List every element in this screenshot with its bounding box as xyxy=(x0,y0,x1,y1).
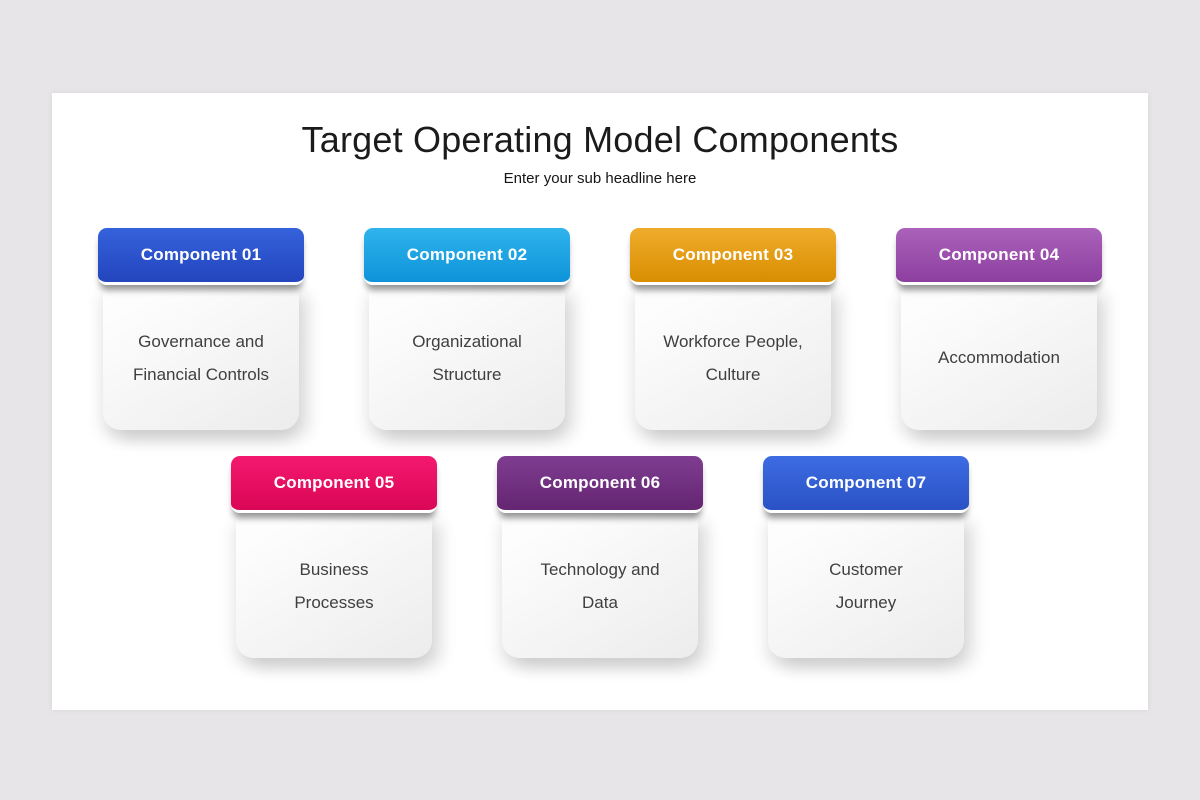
component-05-label: Component 05 xyxy=(273,473,395,492)
component-text-line: Data xyxy=(582,592,618,612)
component-04-header: Component 04 xyxy=(896,228,1102,285)
component-text-line: Business xyxy=(299,559,369,579)
component-text-line: Governance and xyxy=(138,331,264,351)
component-03-label: Component 03 xyxy=(672,245,794,264)
component-card-04: Component 04 Accommodation xyxy=(896,228,1102,430)
component-text-line: Accommodation xyxy=(938,348,1060,367)
slide-title: Target Operating Model Components xyxy=(301,119,899,160)
component-text-line: Organizational xyxy=(412,331,522,351)
component-card-03: Component 03 Workforce People, Culture xyxy=(630,228,836,430)
component-04-body: Accommodation xyxy=(901,285,1097,430)
component-05-header: Component 05 xyxy=(231,456,437,513)
component-02-header: Component 02 xyxy=(364,228,570,285)
component-07-header: Component 07 xyxy=(763,456,969,513)
component-04-label: Component 04 xyxy=(938,245,1060,264)
component-06-label: Component 06 xyxy=(539,473,661,492)
component-text-line: Structure xyxy=(432,364,502,384)
slide-canvas: Target Operating Model Components Enter … xyxy=(52,93,1148,710)
component-text-line: Workforce People, xyxy=(663,331,803,351)
component-01-header: Component 01 xyxy=(98,228,304,285)
component-text-line: Technology and xyxy=(540,559,660,579)
component-06-header: Component 06 xyxy=(497,456,703,513)
component-text-line: Culture xyxy=(705,364,761,384)
component-01-label: Component 01 xyxy=(140,245,262,264)
component-03-header: Component 03 xyxy=(630,228,836,285)
component-text-line: Customer xyxy=(829,559,903,579)
slide-subtitle: Enter your sub headline here xyxy=(503,170,697,187)
component-text-line: Journey xyxy=(835,592,897,612)
component-03-body: Workforce People, Culture xyxy=(635,285,831,430)
component-text-line: Financial Controls xyxy=(132,364,270,384)
component-07-label: Component 07 xyxy=(805,473,927,492)
component-02-label: Component 02 xyxy=(406,245,528,264)
component-text-line: Processes xyxy=(294,592,374,612)
